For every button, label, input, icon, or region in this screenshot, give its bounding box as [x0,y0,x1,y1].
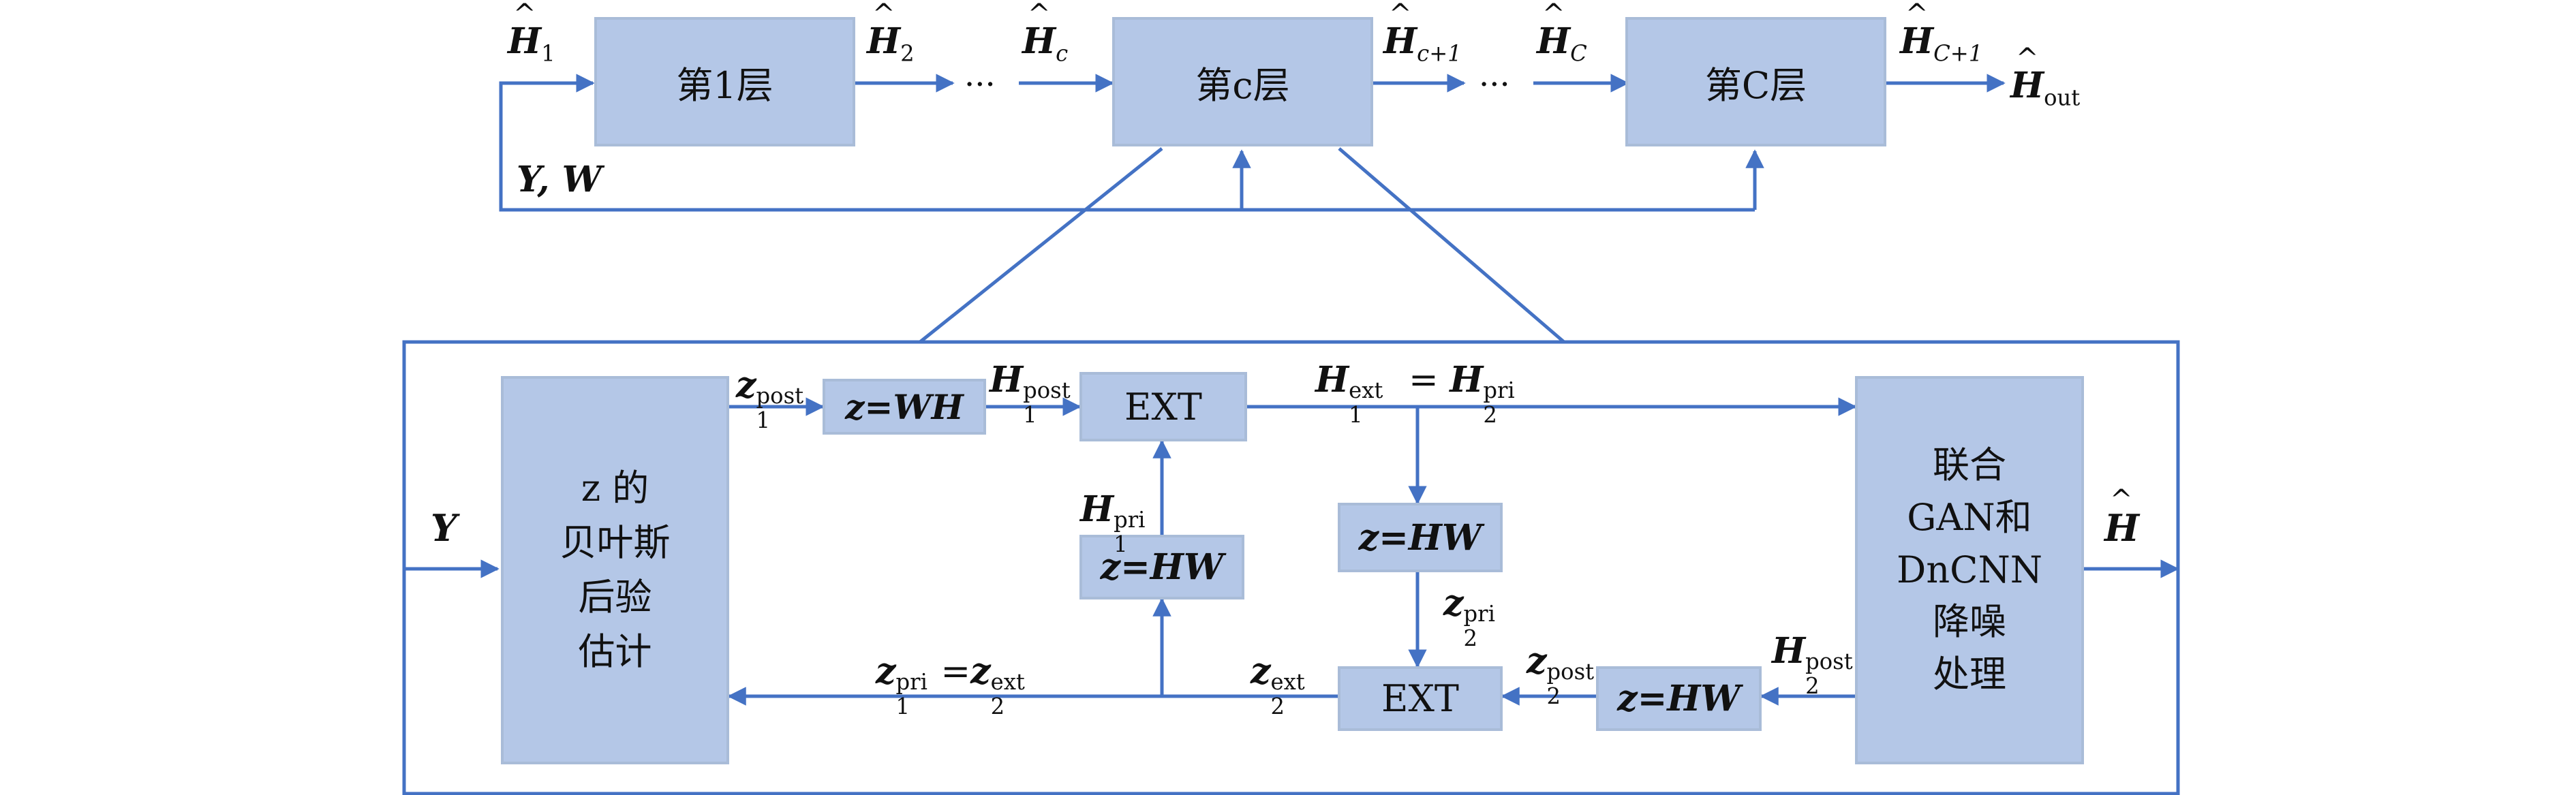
denoise-line-4: 降噪 [1933,600,2006,644]
zwh-box: z=WH [823,379,986,435]
zhw-right-box: z=HW [1596,666,1762,731]
label-hc1: Hc+1 [1383,1,1462,65]
zoom-line-right [1338,147,1565,343]
zhw-left-label: z=HW [1100,546,1224,588]
zhw-mid-box: z=HW [1338,503,1503,572]
label-h1: H1 [508,1,555,65]
ext-bottom-box: EXT [1338,666,1503,731]
bayes-line-2: 贝叶斯 [559,521,671,565]
label-hout: Hout [2010,45,2080,109]
dots-1: ··· [964,65,996,104]
layer-1-box: 第1层 [594,17,855,146]
arrow-h1-loop [499,74,1242,212]
layer-c-box: 第c层 [1112,17,1373,146]
ext-bottom-label: EXT [1381,677,1459,720]
layer-C-box: 第C层 [1625,17,1886,146]
label-y-input: Y [431,506,457,550]
label-h-output: H [2104,486,2139,547]
denoise-line-1: 联合 [1933,443,2006,487]
bayes-line-1: z 的 [581,467,649,510]
denoise-line-2: GAN和 [1907,495,2032,539]
bayes-line-3: 后验 [578,576,652,619]
label-hc: Hc [1022,1,1068,65]
zoom-line-left [919,147,1163,343]
zwh-label: z=WH [845,386,964,427]
zhw-mid-label: z=HW [1358,516,1482,559]
label-h2: H2 [867,1,915,65]
label-hC1: HC+1 [1900,1,1982,65]
denoise-line-5: 处理 [1933,653,2006,696]
denoise-line-3: DnCNN [1897,548,2042,591]
layer-C-label: 第C层 [1704,63,1807,107]
label-hC: HC [1537,1,1587,65]
layer-c-label: 第c层 [1195,63,1290,107]
dots-2: ··· [1479,65,1510,104]
ext-top-label: EXT [1124,385,1202,428]
zhw-left-box: z=HW [1079,535,1244,599]
bayes-line-4: 估计 [578,629,652,673]
ext-top-box: EXT [1079,372,1247,441]
label-yw: Y, W [517,159,602,200]
bayes-estimation-box: z 的 贝叶斯 后验 估计 [501,376,729,764]
denoise-box: 联合 GAN和 DnCNN 降噪 处理 [1855,376,2084,764]
zhw-right-label: z=HW [1617,678,1741,719]
layer-1-label: 第1层 [676,63,773,107]
